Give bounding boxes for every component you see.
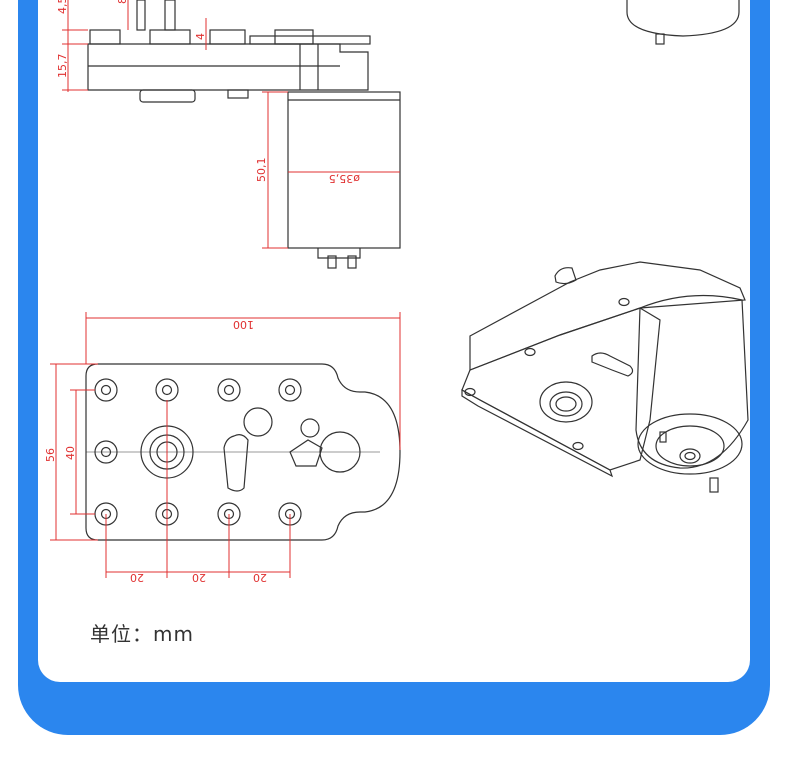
gearbox-body: [87, 43, 369, 91]
dim-text-15-7: 15,7: [56, 54, 69, 79]
top-view: 100 56 40 20 20 20: [44, 312, 401, 584]
dim-text-50-1: 50,1: [255, 158, 268, 183]
iso-plate-edge: [461, 388, 614, 478]
irregular-hole: [289, 439, 323, 467]
dim-text-20: 20: [253, 571, 267, 584]
iso-motor-shaft: [679, 448, 701, 464]
motor-end-outline: [626, 0, 740, 37]
isometric-view: [461, 261, 749, 493]
small-boss: [227, 89, 249, 99]
side-view: 4,5 8 15,7 4 50,1 ø35,5: [56, 0, 401, 269]
iso-shaft: [554, 267, 577, 285]
terminal: [347, 255, 357, 269]
hole: [243, 407, 273, 437]
boss: [209, 29, 246, 45]
oval-slot: [223, 434, 249, 492]
boss: [274, 29, 314, 45]
boss: [149, 29, 191, 45]
iso-screw: [464, 387, 476, 397]
iso-screw: [524, 347, 536, 357]
content-card: [38, 0, 750, 682]
iso-motor-end: [637, 413, 743, 475]
iso-terminal: [709, 477, 719, 493]
dim-text-20: 20: [130, 571, 144, 584]
output-shaft: [136, 0, 146, 31]
dim-text-20: 20: [192, 571, 206, 584]
hole: [300, 418, 320, 438]
motor-hole: [319, 431, 361, 473]
dim-text-100: 100: [233, 318, 254, 331]
terminal: [327, 255, 337, 269]
motor-can: [287, 91, 401, 249]
dim-text-4: 4: [194, 33, 207, 40]
dim-text-diameter: ø35,5: [329, 172, 360, 185]
boss-strip: [249, 35, 371, 45]
motor-terminals: [317, 248, 361, 259]
dim-text-8: 8: [116, 0, 129, 4]
bottom-bearing: [139, 89, 196, 103]
iso-slot: [591, 352, 634, 377]
unit-label: 单位：mm: [90, 622, 194, 646]
plate-outline: [85, 363, 401, 541]
iso-screw: [572, 441, 584, 451]
dim-text-4-5: 4,5: [56, 0, 69, 14]
terminal: [655, 33, 665, 45]
iso-motor-can: [635, 294, 749, 469]
iso-terminal: [659, 431, 667, 443]
dim-text-40: 40: [64, 446, 77, 460]
iso-screw: [618, 297, 630, 307]
output-shaft-2: [164, 0, 176, 31]
boss: [89, 29, 121, 45]
motor-end-view-partial: [626, 0, 740, 45]
iso-plate: [461, 307, 661, 471]
dim-text-56: 56: [44, 448, 57, 462]
iso-bearing: [539, 381, 593, 423]
